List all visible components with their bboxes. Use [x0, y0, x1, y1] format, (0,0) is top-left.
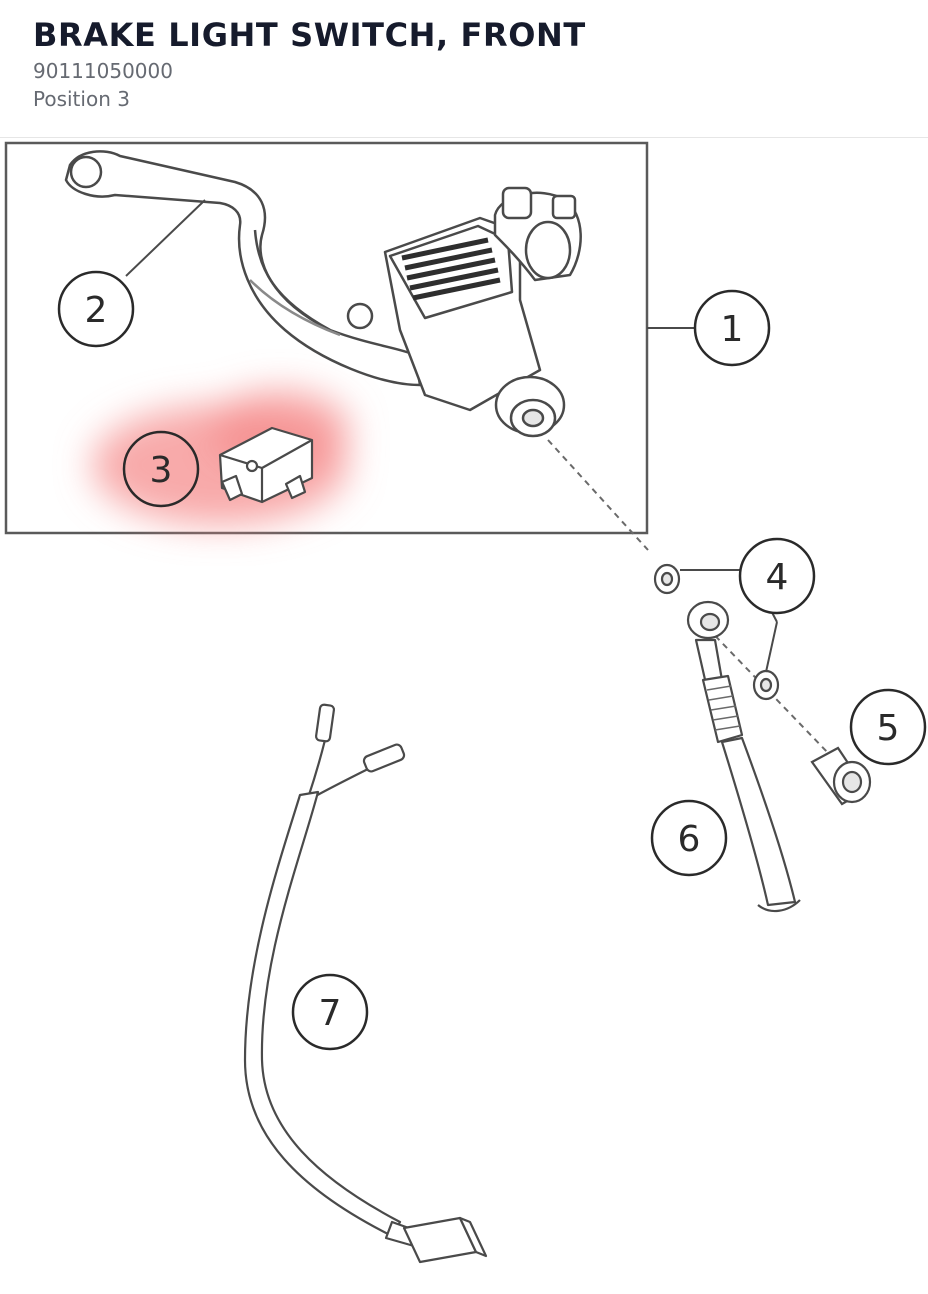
callout-3[interactable]: 3 — [122, 430, 200, 508]
part-title: BRAKE LIGHT SWITCH, FRONT — [33, 16, 586, 54]
callout-2[interactable]: 2 — [57, 270, 135, 348]
master-cylinder — [383, 186, 582, 438]
callout-7-label: 7 — [319, 993, 342, 1034]
callout-2-label: 2 — [85, 290, 108, 331]
sealing-washers — [653, 563, 780, 701]
callout-5[interactable]: 5 — [849, 688, 927, 766]
callout-5-label: 5 — [877, 708, 900, 749]
banjo-bolt — [810, 746, 872, 806]
callout-1-label: 1 — [721, 309, 744, 350]
exploded-parts-diagram: 1 2 3 4 5 6 7 — [0, 138, 928, 1290]
brake-light-switch — [218, 426, 314, 504]
diagram-svg: 1 2 3 4 5 6 7 — [4, 141, 927, 1264]
assembly-axis-upper — [547, 439, 649, 551]
callout-7[interactable]: 7 — [291, 973, 369, 1051]
wiring-harness — [243, 703, 488, 1264]
brake-hose — [686, 600, 801, 913]
callout-4-label: 4 — [766, 557, 789, 598]
part-number: 90111050000 — [33, 59, 173, 83]
part-header: BRAKE LIGHT SWITCH, FRONT 90111050000 Po… — [0, 0, 928, 138]
callout-6[interactable]: 6 — [650, 799, 728, 877]
brake-lever — [64, 150, 422, 387]
callout-1[interactable]: 1 — [693, 289, 771, 367]
leader-lines — [125, 199, 778, 673]
assembly-frame — [4, 141, 649, 535]
callout-6-label: 6 — [678, 819, 701, 860]
callout-3-label: 3 — [150, 450, 173, 491]
position-label: Position 3 — [33, 87, 130, 111]
callout-4[interactable]: 4 — [738, 537, 816, 615]
